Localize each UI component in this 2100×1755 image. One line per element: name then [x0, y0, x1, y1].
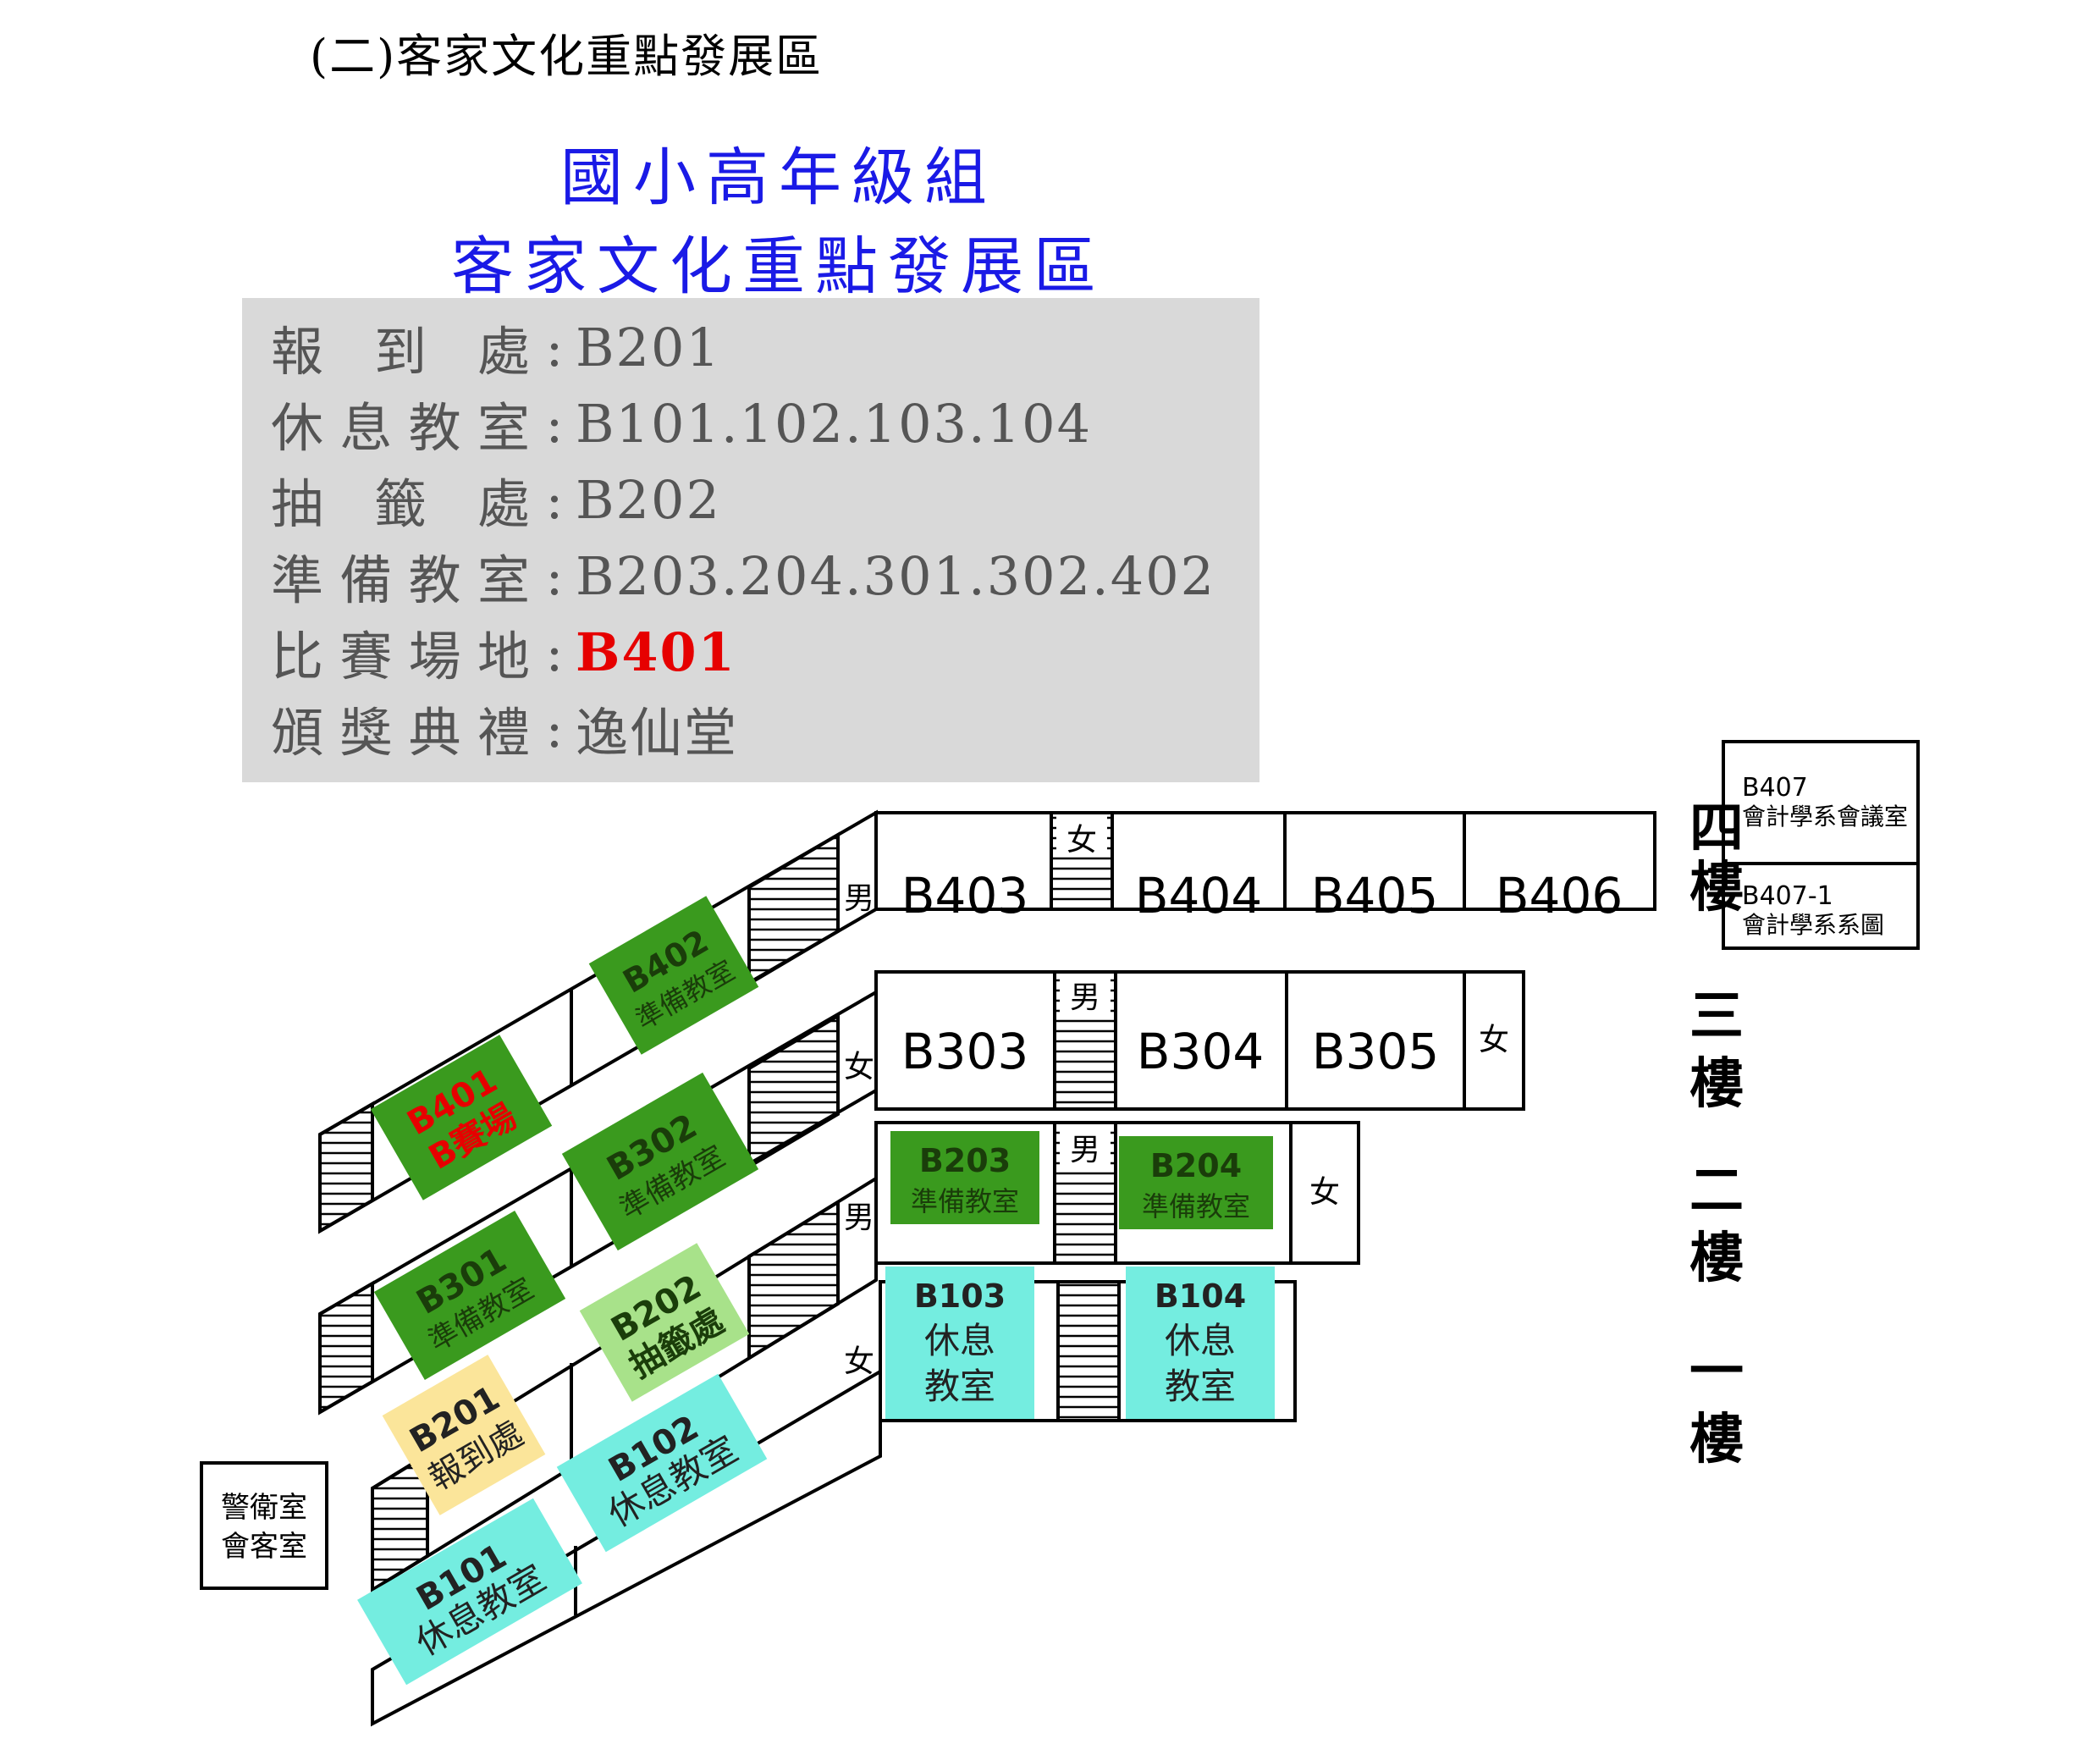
room-b303: B303 — [901, 1023, 1029, 1080]
restroom-female: 女 — [844, 1344, 874, 1379]
restroom-female: 女 — [844, 1050, 874, 1084]
info-label: 比賽場地 — [271, 626, 533, 687]
restroom-female: 女 — [1067, 823, 1097, 858]
info-panel: 報 到 處:B201 休息教室:B101.102.103.104 抽 籤 處:B… — [242, 298, 1259, 782]
room-b407-1-code: B407-1 — [1742, 881, 1833, 911]
svg-text:教室: 教室 — [1165, 1366, 1236, 1407]
info-label: 頒獎典禮 — [271, 702, 533, 764]
info-value: B101.102.103.104 — [576, 392, 1093, 455]
svg-text:B203: B203 — [919, 1142, 1011, 1179]
map-title-line1: 國小高年級組 — [560, 141, 997, 214]
guard-room-line2: 會客室 — [221, 1530, 307, 1564]
info-label: 準備教室 — [271, 549, 533, 611]
info-row-venue: 比賽場地:B401 — [271, 615, 736, 689]
tag-b301: B301 準備教室 — [373, 1211, 566, 1380]
svg-text:休息: 休息 — [1165, 1320, 1236, 1361]
svg-text:準備教室: 準備教室 — [911, 1185, 1019, 1217]
room-b305: B305 — [1312, 1023, 1440, 1080]
room-b405: B405 — [1311, 867, 1439, 924]
tag-b204: B204 準備教室 — [1119, 1136, 1273, 1229]
room-b407-1-name: 會計學系系圖 — [1742, 911, 1884, 939]
info-value: B202 — [576, 468, 721, 531]
guard-room: 警衛室 會客室 — [200, 1461, 328, 1590]
room-b407-code: B407 — [1742, 773, 1808, 803]
section-heading: (二)客家文化重點發展區 — [310, 30, 824, 83]
floor-label-4: 四樓 — [1689, 797, 1744, 919]
info-value: B203.204.301.302.402 — [576, 544, 1216, 607]
map-title-line2: 客家文化重點發展區 — [451, 230, 1106, 303]
room-b404: B404 — [1135, 867, 1263, 924]
info-label: 休息教室 — [271, 397, 533, 459]
restroom-female: 女 — [1479, 1023, 1509, 1057]
svg-text:B104: B104 — [1155, 1278, 1246, 1315]
restroom-male: 男 — [844, 881, 874, 916]
tag-b402: B402 準備教室 — [588, 896, 759, 1055]
restroom-female: 女 — [1309, 1175, 1340, 1210]
floor-label-1: 一樓 — [1689, 1341, 1744, 1471]
info-value-venue: B401 — [576, 621, 736, 683]
floor-label-2: 二樓 — [1689, 1160, 1744, 1290]
svg-text:準備教室: 準備教室 — [1142, 1190, 1250, 1222]
svg-text:B204: B204 — [1150, 1147, 1242, 1184]
tag-b201: B201 報到處 — [382, 1355, 546, 1515]
restroom-male: 男 — [844, 1200, 874, 1235]
floor-label-3: 三樓 — [1689, 985, 1744, 1116]
info-row-rest: 休息教室:B101.102.103.104 — [271, 386, 1092, 461]
info-row-ceremony: 頒獎典禮:逸仙堂 — [271, 691, 738, 765]
room-b403: B403 — [901, 867, 1029, 924]
svg-text:休息: 休息 — [924, 1320, 995, 1361]
tag-b203: B203 準備教室 — [890, 1131, 1039, 1224]
floor-4-row — [874, 811, 1656, 911]
restroom-male: 男 — [1070, 1133, 1100, 1167]
info-label: 抽 籤 處 — [271, 473, 533, 535]
floor-3-row — [874, 970, 1525, 1111]
room-b304: B304 — [1137, 1023, 1265, 1080]
tag-b104: B104 休息 教室 — [1126, 1267, 1275, 1419]
svg-text:B103: B103 — [914, 1278, 1006, 1315]
info-value: B201 — [576, 316, 721, 378]
info-row-draw: 抽 籤 處:B202 — [271, 462, 721, 537]
info-value: 逸仙堂 — [576, 702, 739, 764]
svg-text:教室: 教室 — [924, 1366, 995, 1407]
info-label: 報 到 處 — [271, 321, 533, 383]
room-b407-name: 會計學系會議室 — [1742, 803, 1908, 831]
b407-block — [1722, 740, 1920, 950]
tag-b103: B103 休息 教室 — [885, 1267, 1034, 1419]
room-b406: B406 — [1496, 867, 1623, 924]
guard-room-line1: 警衛室 — [221, 1491, 307, 1525]
info-row-checkin: 報 到 處:B201 — [271, 310, 721, 384]
info-row-prep: 準備教室:B203.204.301.302.402 — [271, 538, 1215, 613]
restroom-male: 男 — [1070, 980, 1100, 1015]
